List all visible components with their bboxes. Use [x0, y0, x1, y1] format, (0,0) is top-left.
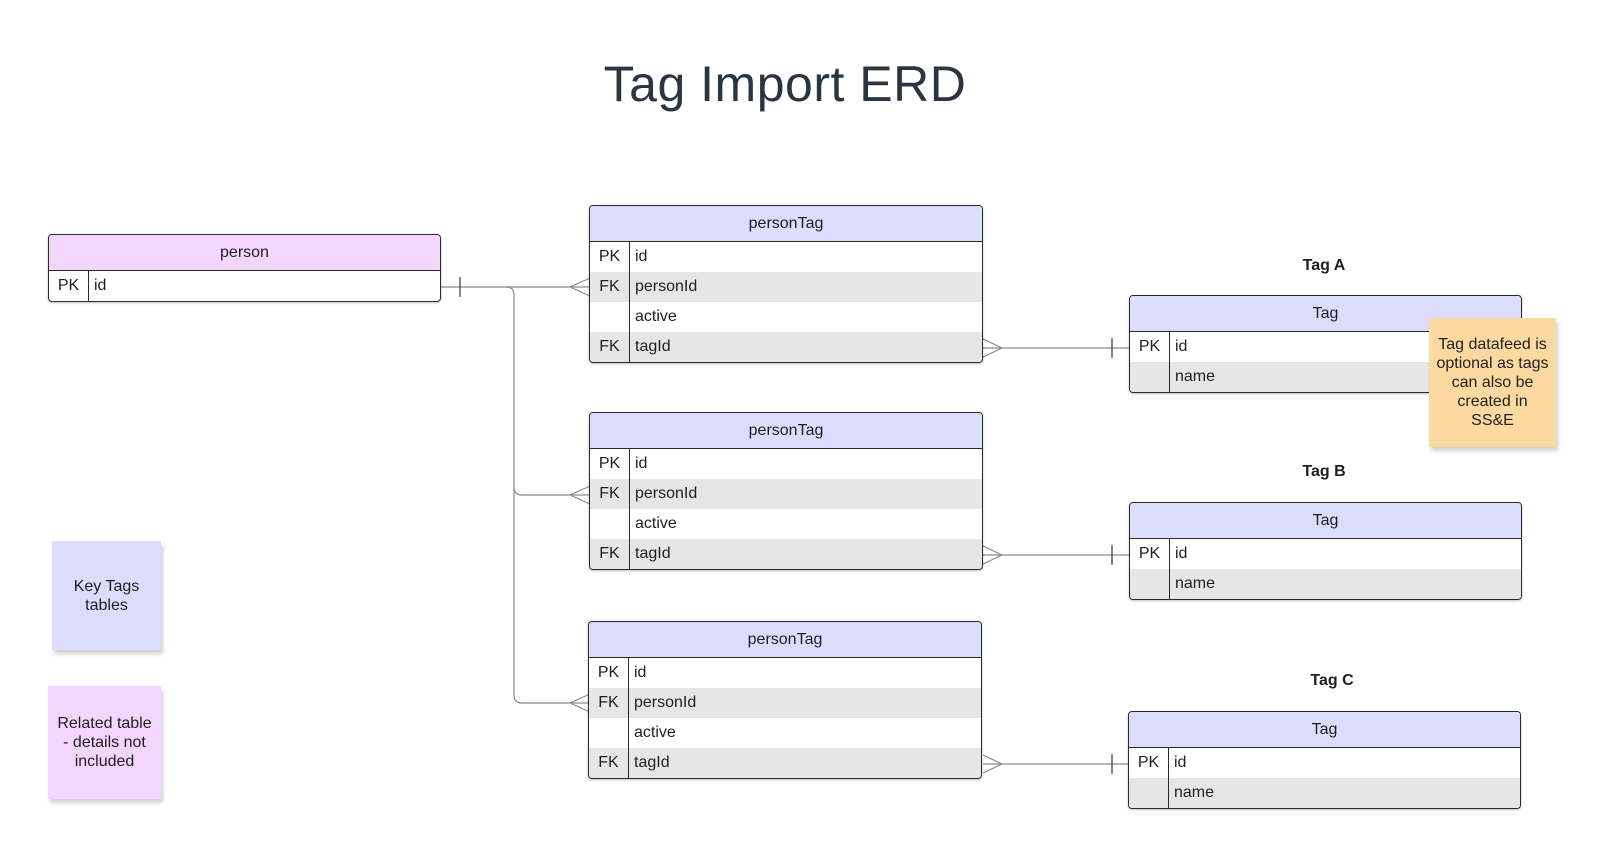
field-cell: tagId [634, 754, 670, 771]
table-row: FK personId [590, 272, 982, 302]
tag-table-header: Tag [1129, 712, 1520, 748]
key-tags-legend-note[interactable]: Key Tags tables [52, 541, 161, 650]
field-cell: id [635, 455, 648, 472]
table-row: name [1129, 778, 1520, 808]
field-cell: id [1174, 754, 1187, 771]
key-cell: PK [49, 271, 89, 301]
tag-table-c[interactable]: Tag PK id name [1128, 711, 1521, 809]
field-cell: name [1175, 575, 1216, 592]
crowfoot-2 [569, 485, 591, 496]
field-cell: active [635, 515, 677, 532]
field-cell: active [634, 724, 676, 741]
persontag-table-header: personTag [590, 206, 982, 242]
field-cell: id [1175, 545, 1188, 562]
tag-table-header: Tag [1130, 503, 1521, 539]
table-row: active [589, 718, 981, 748]
persontag-table-header: personTag [590, 413, 982, 449]
key-cell: FK [590, 479, 630, 509]
table-row: PK id [590, 449, 982, 479]
table-row: FK personId [590, 479, 982, 509]
person-table-header: person [49, 235, 440, 271]
key-cell: PK [590, 449, 630, 479]
field-cell: personId [634, 694, 697, 711]
crowfoot-1 [569, 277, 591, 288]
table-row: PK id [589, 658, 981, 688]
field-cell: tagId [635, 545, 671, 562]
tag-c-label: Tag C [1310, 672, 1354, 689]
table-row: active [590, 302, 982, 332]
persontag-table-3[interactable]: personTag PK id FK personId active FK tagId [588, 621, 982, 779]
crowfoot-1b [569, 286, 591, 297]
persontag-table-2[interactable]: personTag PK id FK personId active FK tagId [589, 412, 983, 570]
trunk-line [505, 286, 590, 704]
table-row: FK tagId [589, 748, 981, 778]
crowfoot-tag-b [982, 545, 1004, 565]
field-cell: name [1175, 368, 1216, 385]
key-cell: PK [1130, 539, 1170, 569]
table-row: active [590, 509, 982, 539]
persontag-table-header: personTag [589, 622, 981, 658]
field-cell: personId [635, 485, 698, 502]
field-cell: id [634, 664, 647, 681]
crowfoot-2b [569, 494, 591, 505]
field-cell: tagId [635, 338, 671, 355]
key-cell [1130, 362, 1170, 392]
crowfoot-tag-a [982, 338, 1004, 358]
table-row: FK tagId [590, 332, 982, 362]
key-cell [590, 302, 630, 332]
table-row: PK id [590, 242, 982, 272]
key-cell [590, 509, 630, 539]
key-cell: FK [589, 688, 629, 718]
table-row: name [1130, 569, 1521, 599]
crowfoot-3 [569, 693, 591, 704]
field-cell: id [1175, 338, 1188, 355]
tag-table-b[interactable]: Tag PK id name [1129, 502, 1522, 600]
field-cell: id [635, 248, 648, 265]
key-cell: FK [590, 539, 630, 569]
key-cell: FK [590, 332, 630, 362]
persontag-table-1[interactable]: personTag PK id FK personId active FK tagId [589, 205, 983, 363]
key-cell: FK [589, 748, 629, 778]
table-row: PK id [1129, 748, 1520, 778]
table-row: PK id [49, 271, 440, 301]
key-cell: PK [590, 242, 630, 272]
key-cell [589, 718, 629, 748]
table-row: PK id [1130, 332, 1521, 362]
key-cell: PK [1130, 332, 1170, 362]
tag-b-label: Tag B [1302, 463, 1346, 480]
field-cell: active [635, 308, 677, 325]
table-row: FK tagId [590, 539, 982, 569]
table-row: PK id [1130, 539, 1521, 569]
key-cell [1129, 778, 1169, 808]
tag-a-label: Tag A [1302, 257, 1346, 274]
field-cell: name [1174, 784, 1215, 801]
key-cell: PK [589, 658, 629, 688]
field-cell: personId [635, 278, 698, 295]
crowfoot-3b [569, 702, 591, 713]
table-row: FK personId [589, 688, 981, 718]
datafeed-note[interactable]: Tag datafeed is optional as tags can als… [1429, 318, 1556, 447]
key-cell: FK [590, 272, 630, 302]
field-cell: id [94, 277, 107, 294]
crowfoot-tag-c [982, 754, 1004, 774]
related-table-legend-note[interactable]: Related table - details not included [48, 686, 161, 799]
branch-2-line [513, 486, 590, 496]
key-cell [1130, 569, 1170, 599]
person-table[interactable]: person PK id [48, 234, 441, 302]
key-cell: PK [1129, 748, 1169, 778]
diagram-title: Tag Import ERD [603, 56, 967, 112]
